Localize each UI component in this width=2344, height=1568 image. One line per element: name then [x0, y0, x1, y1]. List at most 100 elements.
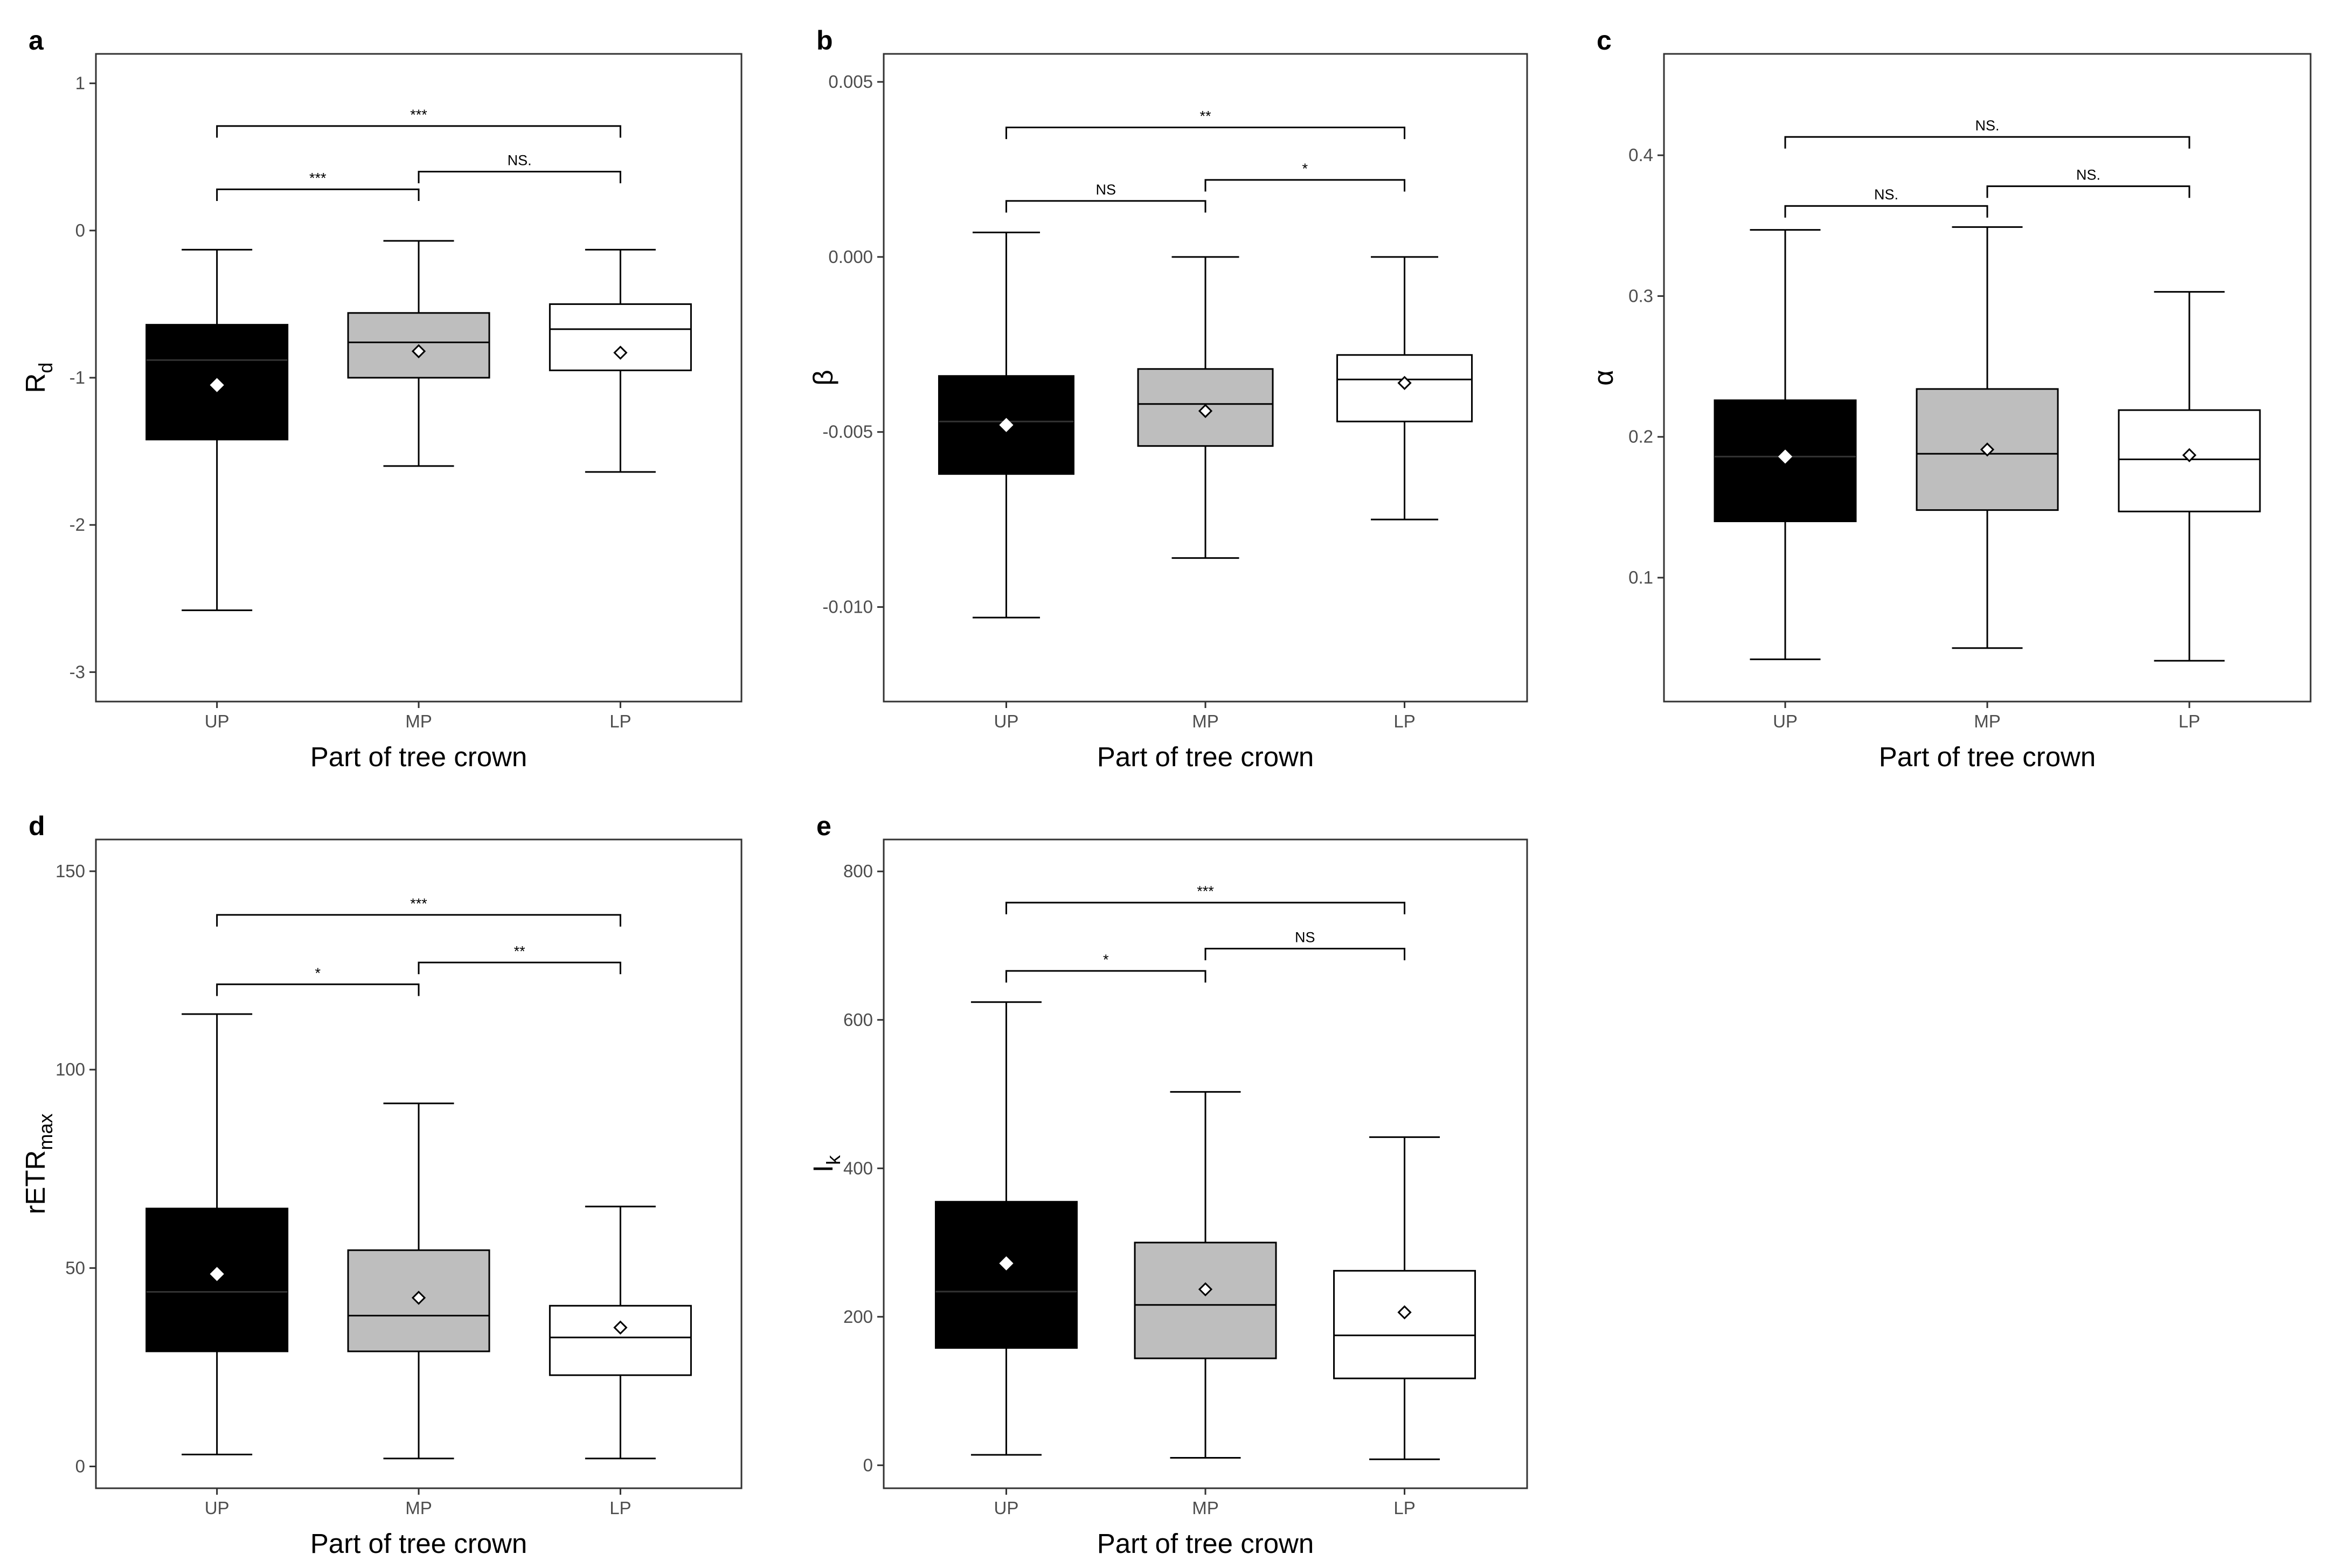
mean-marker	[411, 1291, 426, 1305]
mean-marker	[1778, 449, 1793, 464]
mean-marker	[2182, 448, 2197, 462]
significance-label: ***	[1197, 883, 1214, 899]
significance-bracket: NS.	[1784, 117, 2190, 149]
box-lp	[1336, 256, 1473, 521]
bracket-line	[1005, 126, 1406, 140]
y-tick-label: -3	[70, 662, 85, 682]
y-axis-title-main: β	[808, 370, 838, 385]
x-tick-label: LP	[2179, 711, 2200, 731]
significance-label: *	[1103, 952, 1109, 968]
x-tick-label: UP	[205, 1498, 230, 1518]
bracket-line	[1204, 948, 1406, 961]
x-axis-title: Part of tree crown	[1097, 1528, 1314, 1559]
bracket-line	[1005, 901, 1406, 914]
significance-label: NS.	[2076, 167, 2100, 183]
mean-marker	[1397, 376, 1412, 390]
significance-label: **	[514, 943, 526, 959]
box-mp	[347, 240, 490, 467]
box-mp	[1134, 1091, 1277, 1459]
y-tick-label: 800	[843, 861, 873, 881]
significance-bracket: NS	[1204, 929, 1406, 961]
box-body	[549, 303, 692, 371]
mean-marker	[1980, 442, 1995, 457]
y-axis-title-subscript: d	[34, 363, 57, 373]
y-tick-label: 1	[75, 73, 85, 93]
y-axis-title-main: R	[20, 373, 51, 393]
significance-label: NS	[1095, 182, 1116, 198]
bracket-line	[418, 961, 621, 974]
significance-bracket: ***	[216, 170, 420, 201]
significance-label: NS.	[1874, 186, 1898, 203]
box-body	[549, 1305, 692, 1376]
box-up	[1714, 229, 1857, 661]
x-axis-title: Part of tree crown	[310, 741, 528, 772]
mean-marker	[1198, 404, 1213, 418]
significance-label: ***	[410, 107, 427, 123]
x-axis-title: Part of tree crown	[1879, 741, 2096, 772]
box-lp	[549, 248, 692, 473]
x-tick-label: LP	[609, 1498, 631, 1518]
y-tick-label: 50	[65, 1258, 85, 1278]
panel-letter: a	[29, 25, 44, 55]
bracket-line	[1204, 179, 1406, 192]
panel-letter: b	[816, 25, 833, 55]
significance-bracket: NS.	[1986, 167, 2190, 198]
y-axis-title: Ik	[808, 1155, 844, 1172]
x-tick-label: LP	[609, 711, 631, 731]
significance-bracket: NS.	[418, 152, 621, 184]
y-tick-label: -1	[70, 367, 85, 387]
bracket-line	[216, 983, 420, 996]
significance-label: ***	[410, 896, 427, 912]
bracket-line	[1784, 205, 1988, 218]
significance-bracket: **	[418, 943, 621, 974]
significance-label: ***	[309, 170, 327, 186]
box-lp	[549, 1205, 692, 1460]
x-tick-label: LP	[1393, 711, 1415, 731]
significance-bracket: **	[1005, 108, 1406, 140]
box-lp	[1333, 1136, 1476, 1460]
box-lp	[2118, 291, 2261, 662]
x-tick-label: MP	[1192, 1498, 1219, 1518]
mean-marker	[613, 1320, 628, 1335]
box-up	[145, 248, 289, 612]
significance-bracket: ***	[216, 107, 621, 138]
significance-bracket: ***	[216, 896, 621, 927]
y-axis-title-main: rETR	[20, 1150, 51, 1215]
y-tick-label: 100	[56, 1059, 85, 1079]
y-axis-title-main: α	[1588, 370, 1619, 385]
y-tick-label: 0.3	[1628, 286, 1653, 306]
box-up	[145, 1013, 289, 1455]
significance-label: **	[1199, 108, 1211, 124]
mean-marker	[210, 378, 224, 392]
y-tick-label: 0	[863, 1455, 873, 1475]
significance-label: *	[1302, 161, 1308, 177]
x-tick-label: MP	[405, 711, 432, 731]
significance-bracket: ***	[1005, 883, 1406, 914]
mean-marker	[210, 1267, 224, 1281]
x-axis-title: Part of tree crown	[1097, 741, 1314, 772]
x-tick-label: MP	[405, 1498, 432, 1518]
bracket-line	[418, 171, 621, 184]
box-mp	[1137, 256, 1274, 559]
x-tick-label: UP	[994, 1498, 1019, 1518]
bracket-line	[1784, 136, 2190, 149]
y-tick-label: 150	[56, 861, 85, 881]
mean-marker	[613, 345, 628, 360]
y-tick-label: 600	[843, 1010, 873, 1030]
x-tick-label: UP	[1773, 711, 1798, 731]
y-tick-label: 0.005	[828, 72, 873, 92]
mean-marker	[999, 1256, 1014, 1271]
y-tick-label: 0.2	[1628, 427, 1653, 447]
y-axis-title: rETRmax	[20, 1114, 57, 1215]
significance-label: *	[315, 965, 321, 981]
y-tick-label: 0.4	[1628, 145, 1653, 165]
mean-marker	[1397, 1305, 1412, 1320]
significance-label: NS	[1295, 929, 1315, 946]
y-tick-label: -2	[70, 515, 85, 535]
box-body	[1333, 1269, 1476, 1379]
y-tick-label: 0.000	[828, 247, 873, 267]
significance-bracket: NS.	[1784, 186, 1988, 218]
